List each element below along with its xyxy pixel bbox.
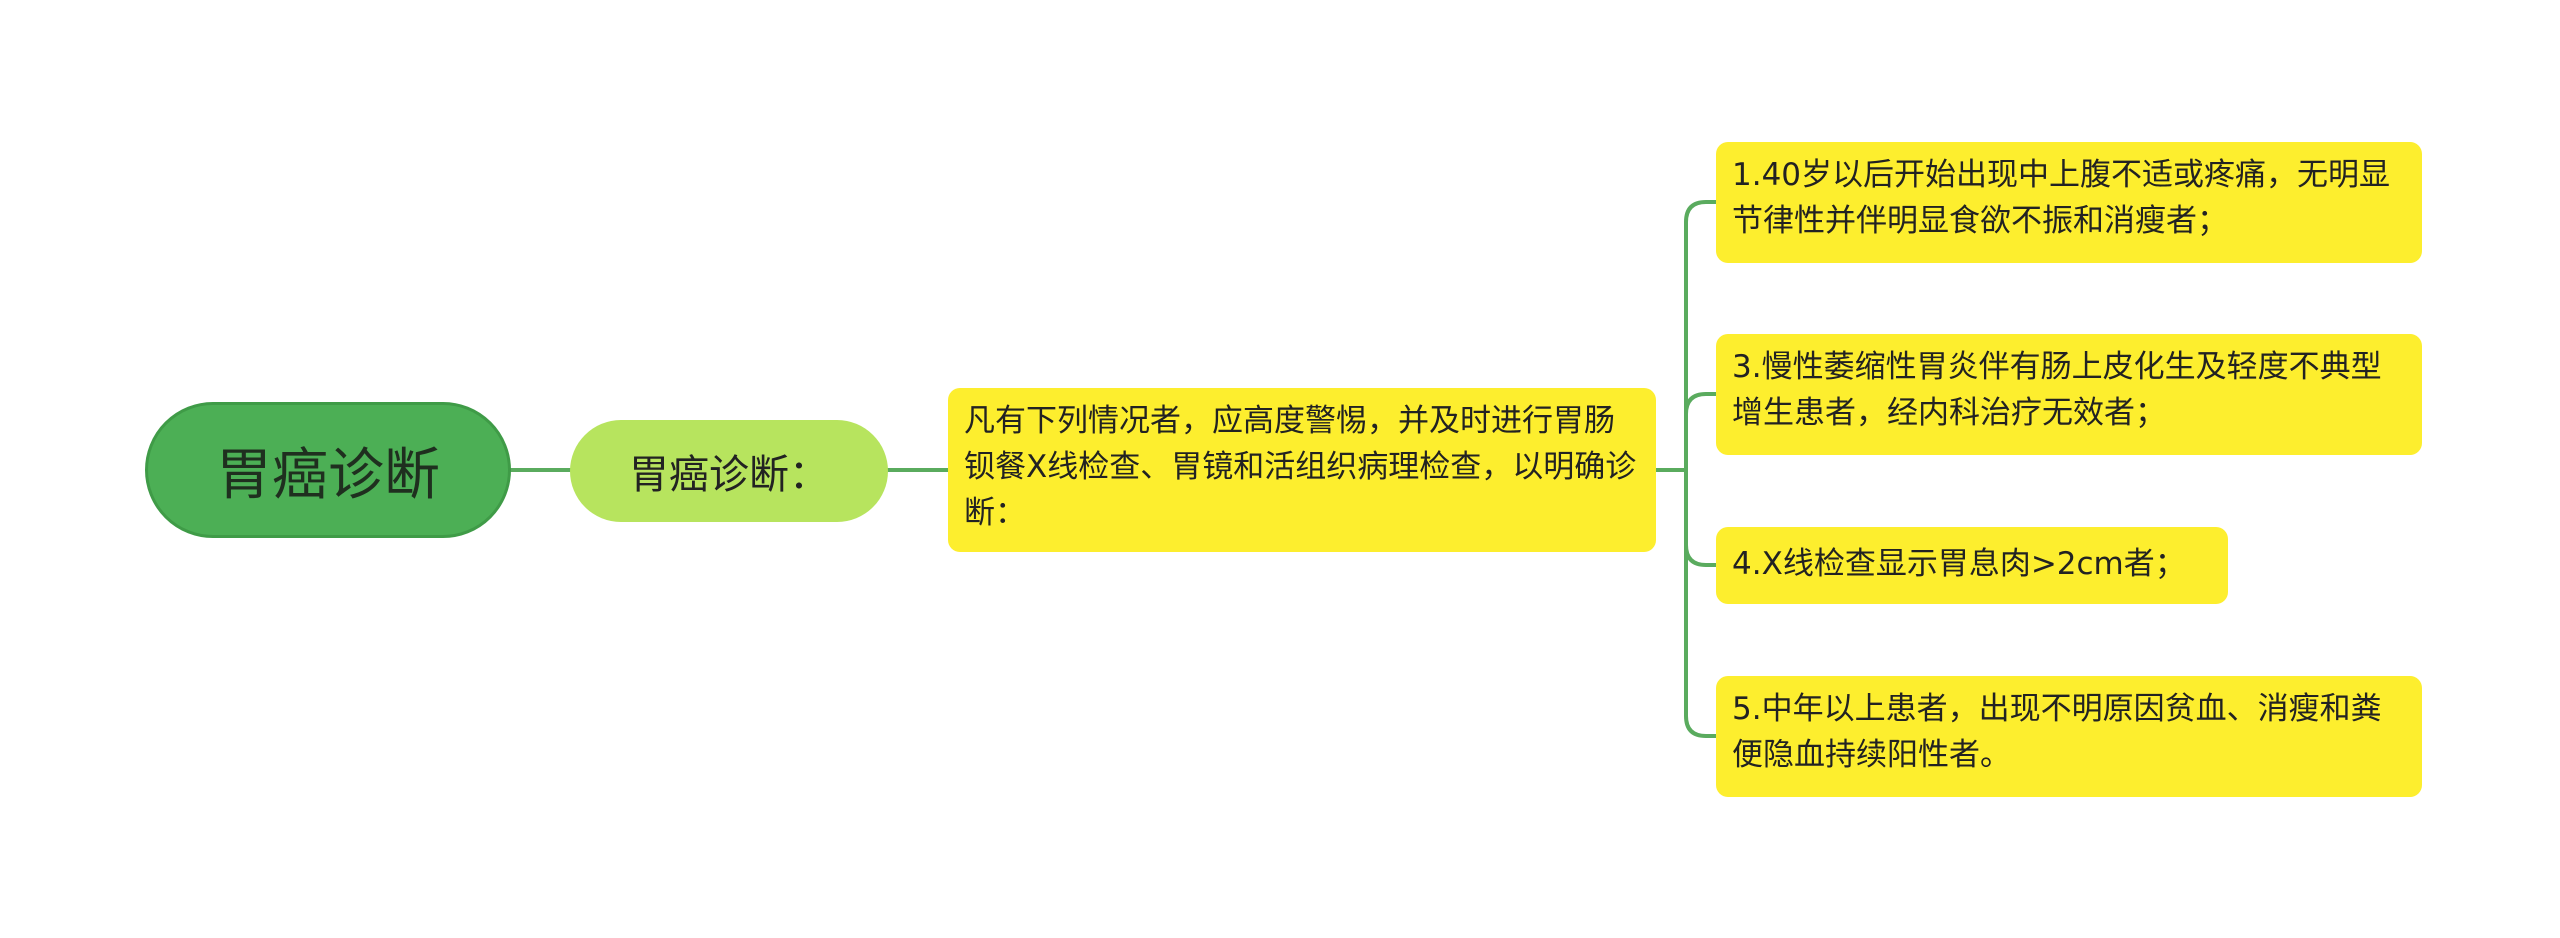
root-topic[interactable]: 胃癌诊断 (145, 402, 511, 538)
connector-branch-4 (1684, 468, 1718, 738)
detail-text: 凡有下列情况者，应高度警惕，并及时进行胃肠钡餐X线检查、胃镜和活组织病理检查，以… (964, 403, 1637, 531)
root-topic-label: 胃癌诊断 (216, 442, 440, 508)
condition-node-3[interactable]: 4.X线检查显示胃息肉>2cm者； (1716, 527, 2228, 604)
condition-text-2: 3.慢性萎缩性胃炎伴有肠上皮化生及轻度不典型增生患者，经内科治疗无效者； (1732, 349, 2382, 431)
connector-branch-2 (1684, 392, 1718, 472)
condition-node-4[interactable]: 5.中年以上患者，出现不明原因贫血、消瘦和粪便隐血持续阳性者。 (1716, 676, 2422, 797)
connector-branch-1 (1684, 200, 1718, 472)
condition-text-1: 1.40岁以后开始出现中上腹不适或疼痛，无明显节律性并伴明显食欲不振和消瘦者； (1732, 157, 2391, 239)
connector-branch-3 (1684, 468, 1718, 567)
detail-node[interactable]: 凡有下列情况者，应高度警惕，并及时进行胃肠钡餐X线检查、胃镜和活组织病理检查，以… (948, 388, 1656, 552)
subtopic-label: 胃癌诊断： (629, 452, 829, 498)
condition-node-2[interactable]: 3.慢性萎缩性胃炎伴有肠上皮化生及轻度不典型增生患者，经内科治疗无效者； (1716, 334, 2422, 455)
condition-text-4: 5.中年以上患者，出现不明原因贫血、消瘦和粪便隐血持续阳性者。 (1732, 691, 2382, 773)
condition-text-3: 4.X线检查显示胃息肉>2cm者； (1732, 546, 2186, 582)
subtopic-node[interactable]: 胃癌诊断： (570, 420, 888, 522)
condition-node-1[interactable]: 1.40岁以后开始出现中上腹不适或疼痛，无明显节律性并伴明显食欲不振和消瘦者； (1716, 142, 2422, 263)
